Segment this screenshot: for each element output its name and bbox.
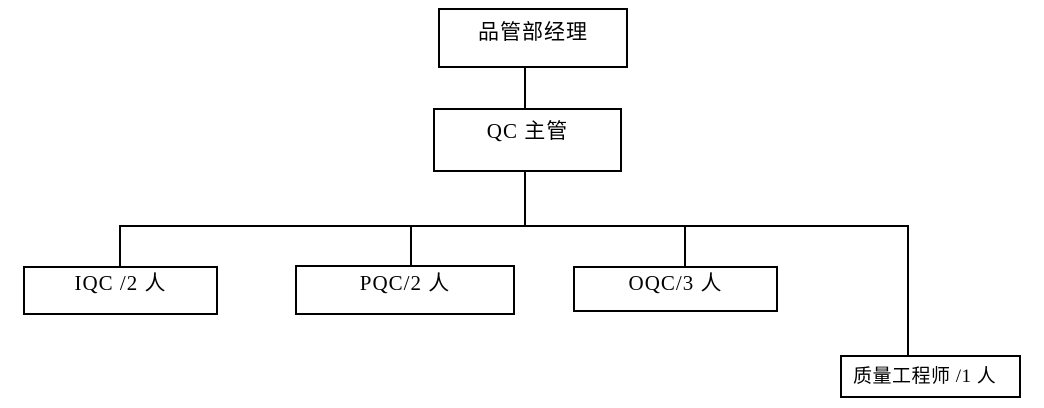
- node-iqc: IQC /2 人: [23, 266, 218, 315]
- node-manager-label: 品管部经理: [478, 20, 588, 44]
- node-pqc-label: PQC/2 人: [359, 271, 451, 295]
- node-oqc: OQC/3 人: [573, 266, 778, 312]
- node-quality-engineer-label: 质量工程师 /1 人: [853, 365, 997, 387]
- node-iqc-label: IQC /2 人: [74, 271, 167, 295]
- connector-drop-pqc: [410, 225, 412, 265]
- node-qc-supervisor-label: QC 主管: [486, 119, 569, 143]
- node-oqc-label: OQC/3 人: [628, 271, 723, 295]
- connector-drop-iqc: [119, 225, 121, 266]
- node-qc-supervisor: QC 主管: [433, 108, 622, 172]
- node-quality-engineer: 质量工程师 /1 人: [840, 355, 1021, 398]
- connector-manager-to-supervisor: [524, 68, 526, 108]
- connector-drop-quality-engineer: [907, 225, 909, 355]
- connector-drop-oqc: [684, 225, 686, 266]
- node-manager: 品管部经理: [438, 8, 628, 68]
- node-pqc: PQC/2 人: [295, 265, 515, 315]
- connector-horizontal-bus: [119, 225, 909, 227]
- connector-supervisor-down: [524, 172, 526, 226]
